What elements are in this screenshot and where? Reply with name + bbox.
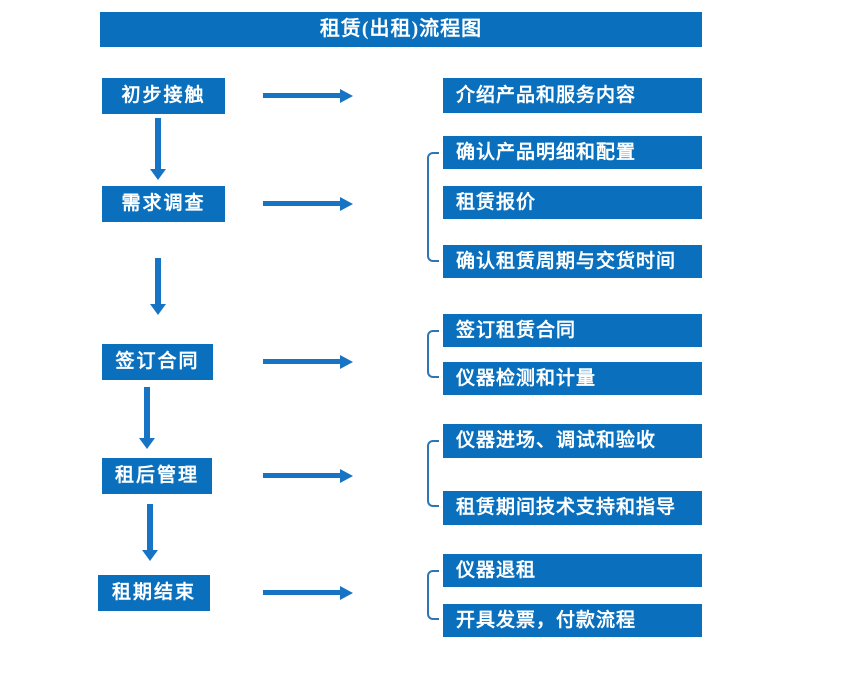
step-box-sign-contract: 签订合同 xyxy=(102,344,213,380)
flow-arrow-right-1 xyxy=(263,89,353,103)
detail-box-rental-tech-support: 租赁期间技术支持和指导 xyxy=(443,491,702,525)
flow-arrow-down-3 xyxy=(139,387,155,449)
detail-box-confirm-period-delivery: 确认租赁周期与交货时间 xyxy=(443,245,702,278)
group-bracket-post-rental xyxy=(427,440,439,507)
flow-arrow-down-1 xyxy=(150,118,166,180)
group-bracket-demand-survey xyxy=(427,152,439,262)
step-box-demand-survey: 需求调查 xyxy=(102,186,225,222)
detail-box-instrument-inspection: 仪器检测和计量 xyxy=(443,362,702,395)
detail-box-sign-rental-contract: 签订租赁合同 xyxy=(443,314,702,347)
step-box-initial-contact: 初步接触 xyxy=(102,78,225,114)
flow-arrow-right-4 xyxy=(263,469,353,483)
detail-box-invoice-payment: 开具发票，付款流程 xyxy=(443,604,702,637)
group-bracket-sign-contract xyxy=(427,330,439,378)
detail-box-intro-products: 介绍产品和服务内容 xyxy=(443,78,702,113)
group-bracket-lease-end xyxy=(427,570,439,620)
flow-arrow-down-4 xyxy=(142,504,158,561)
flow-arrow-right-2 xyxy=(263,197,353,211)
flow-arrow-right-5 xyxy=(263,586,353,600)
step-box-lease-end: 租期结束 xyxy=(98,575,210,611)
detail-box-confirm-product-config: 确认产品明细和配置 xyxy=(443,136,702,169)
flow-arrow-right-3 xyxy=(263,355,353,369)
step-box-post-rental-management: 租后管理 xyxy=(102,458,212,494)
detail-box-instrument-return: 仪器退租 xyxy=(443,554,702,587)
detail-box-instrument-setup-acceptance: 仪器进场、调试和验收 xyxy=(443,424,702,458)
flow-arrow-down-2 xyxy=(150,258,166,315)
flowchart-title: 租赁(出租)流程图 xyxy=(100,12,702,47)
detail-box-rental-quote: 租赁报价 xyxy=(443,186,702,219)
